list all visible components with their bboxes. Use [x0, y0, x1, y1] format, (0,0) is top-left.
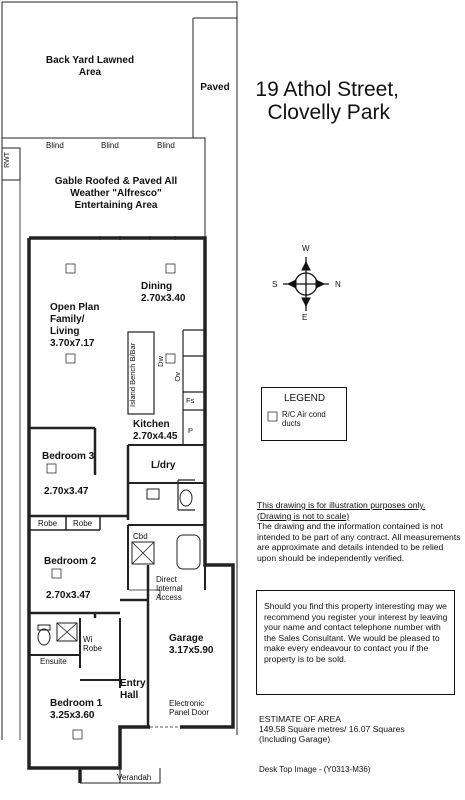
laundry-label: L/dry [151, 460, 176, 471]
disclaimer: This drawing is for illustration purpose… [257, 500, 462, 563]
robe-label-1: Robe [38, 519, 58, 528]
estimate-line1: 149.58 Square metres/ 16.07 Squares [259, 724, 405, 734]
image-reference: Desk Top Image - (Y0313-M36) [259, 765, 371, 774]
dishwasher-label: Dw [156, 356, 165, 367]
pantry-label: P [188, 426, 194, 435]
compass-e: E [302, 313, 308, 322]
open-plan-size: 3.70x7.17 [50, 338, 95, 349]
fridge-space-label: Fs [186, 396, 195, 405]
island-bench-label: Island Bench B/Bar [128, 342, 137, 408]
blind-label-3: Blind [157, 141, 175, 150]
address-line2: Clovelly Park [267, 101, 390, 124]
direct-access-label: Direct Internal Access [156, 575, 183, 602]
cupboard-label: Cbd [133, 532, 148, 541]
estimate-line2: (Including Garage) [259, 734, 331, 744]
contact-text: Should you find this property interestin… [264, 601, 448, 664]
area-estimate: ESTIMATE OF AREA 149.58 Square metres/ 1… [259, 714, 405, 744]
paved-label: Paved [200, 82, 230, 93]
legend-item-label: R/C Air cond ducts [282, 410, 326, 428]
legend-box: LEGEND R/C Air cond ducts [261, 387, 347, 441]
alfresco-label: Gable Roofed & Paved All Weather "Alfres… [54, 176, 178, 211]
ensuite-label: Ensuite [40, 657, 67, 666]
open-plan-label: Open Plan Family/ Living [50, 302, 100, 337]
wi-robe-label: Wi Robe [83, 635, 103, 653]
rwt-label: RWT [4, 152, 11, 168]
blind-label-2: Blind [101, 141, 119, 150]
bedroom1-label: Bedroom 1 [50, 698, 103, 709]
bedroom2-size: 2.70x3.47 [46, 590, 91, 601]
disclaimer-body: The drawing and the information containe… [257, 521, 461, 563]
kitchen-size: 2.70x4.45 [133, 431, 178, 442]
dining-label: Dining [141, 281, 173, 292]
legend-title: LEGEND [284, 393, 326, 404]
garage-size: 3.17x5.90 [169, 645, 214, 656]
contact-notice: Should you find this property interestin… [256, 590, 455, 695]
dining-size: 2.70x3.40 [141, 293, 186, 304]
compass-s: S [272, 280, 278, 289]
panel-door-label: Electronic Panel Door [169, 699, 210, 717]
disclaimer-line1: This drawing is for illustration purpose… [257, 500, 426, 510]
disclaimer-line2: (Drawing is not to scale) [257, 510, 350, 521]
compass-w: W [302, 244, 310, 253]
bedroom3-size: 2.70x3.47 [44, 486, 89, 497]
entry-hall-label: Entry Hall [120, 678, 146, 701]
estimate-title: ESTIMATE OF AREA [259, 714, 341, 724]
robe-label-2: Robe [73, 519, 93, 528]
blind-label-1: Blind [46, 141, 64, 150]
verandah-label: Verandah [117, 773, 152, 782]
bedroom2-label: Bedroom 2 [44, 556, 97, 567]
bedroom1-size: 3.25x3.60 [50, 710, 95, 721]
garage-label: Garage [169, 633, 204, 644]
bedroom3-label: Bedroom 3 [42, 451, 95, 462]
address-line1: 19 Athol Street, [255, 78, 399, 101]
oven-label: Ov [173, 372, 182, 382]
compass-n: N [335, 280, 341, 289]
kitchen-label: Kitchen [133, 419, 170, 430]
back-yard-label: Back Yard Lawned Area [45, 55, 135, 78]
